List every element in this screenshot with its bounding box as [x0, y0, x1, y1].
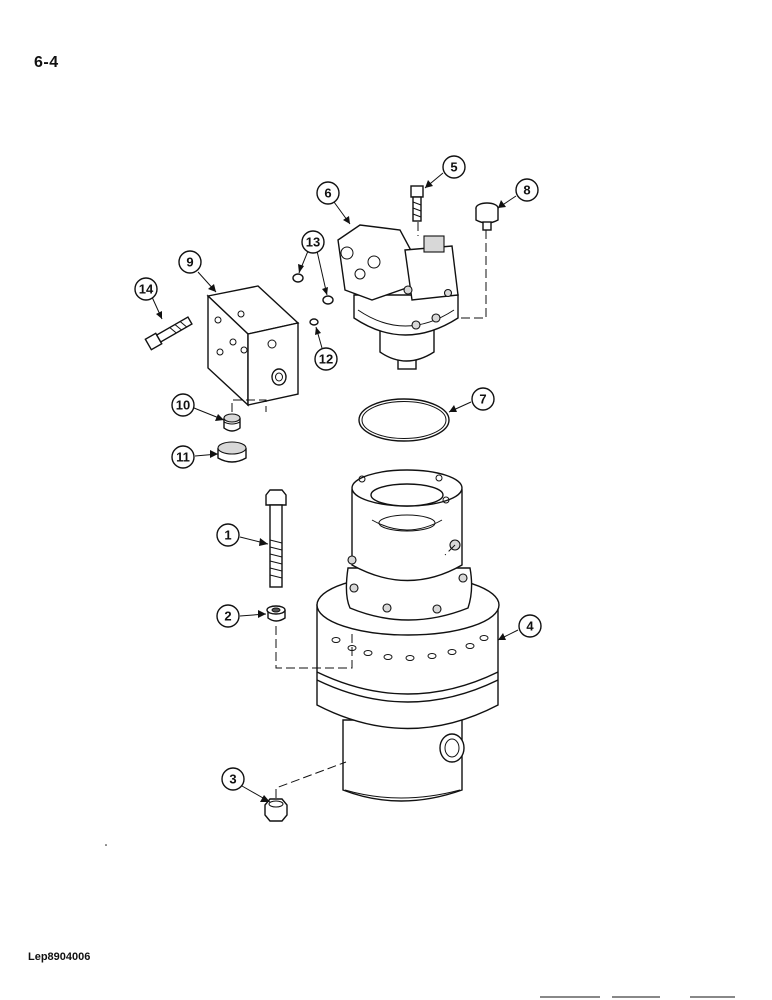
housing-washer [266, 605, 286, 622]
valve-plug-10 [223, 413, 241, 432]
swing-motor [337, 224, 459, 370]
svg-text:9: 9 [186, 255, 193, 270]
valve-block-capscrew [144, 316, 193, 351]
svg-text:4: 4 [526, 619, 534, 634]
callout-2: 2 [216, 604, 267, 628]
alignment-lines [231, 222, 487, 798]
callout-13: 13 [298, 230, 328, 296]
callout-3: 3 [221, 767, 271, 803]
motor-bolt [410, 185, 424, 222]
callout-5: 5 [424, 155, 466, 189]
svg-text:8: 8 [523, 183, 530, 198]
svg-text:12: 12 [319, 352, 333, 367]
svg-text:10: 10 [176, 398, 190, 413]
svg-text:1: 1 [224, 528, 231, 543]
page-number: 6-4 [34, 54, 59, 71]
svg-text:2: 2 [224, 609, 231, 624]
housing-bolt [265, 489, 287, 588]
document-code: Lep8904006 [28, 951, 91, 963]
callout-14: 14 [134, 277, 163, 320]
svg-text:7: 7 [479, 392, 486, 407]
callout-4: 4 [497, 614, 542, 641]
callout-11: 11 [171, 445, 219, 469]
callout-8: 8 [497, 178, 539, 209]
svg-text:13: 13 [306, 235, 320, 250]
housing-nut [264, 798, 288, 822]
callout-1: 1 [216, 523, 269, 547]
callout-7: 7 [448, 387, 495, 413]
callout-12: 12 [314, 326, 338, 371]
gearbox-housing [316, 469, 500, 802]
callout-10: 10 [171, 393, 225, 421]
o-ring-small-13b [322, 295, 334, 305]
callout-9: 9 [178, 250, 217, 293]
svg-text:14: 14 [139, 282, 154, 297]
svg-text:5: 5 [450, 160, 457, 175]
o-ring [358, 398, 450, 442]
valve-plug-11 [217, 441, 247, 463]
o-ring-small-12 [309, 318, 319, 326]
flange-bolt-holes [331, 635, 489, 661]
motor-plug [475, 202, 499, 231]
o-ring-small-13a [292, 273, 304, 283]
footer-marks [105, 844, 735, 998]
svg-text:3: 3 [229, 772, 236, 787]
callout-6: 6 [316, 181, 351, 225]
svg-text:6: 6 [324, 186, 331, 201]
svg-text:11: 11 [176, 450, 190, 465]
valve-block [206, 285, 300, 407]
